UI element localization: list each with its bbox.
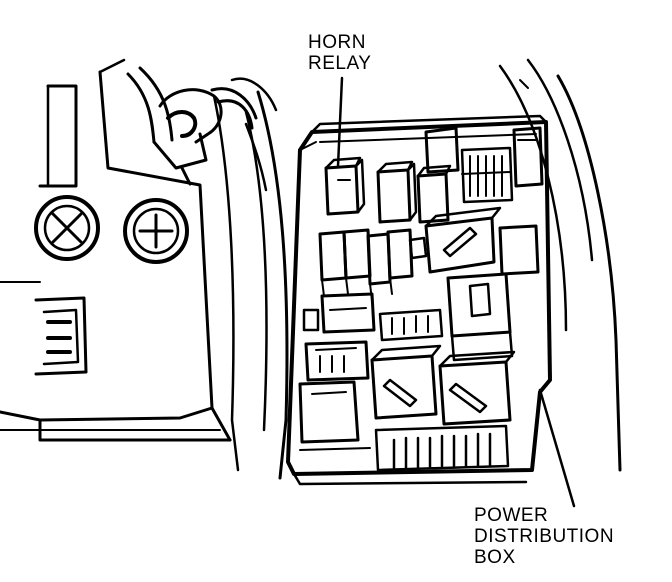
- fender-edges: [212, 58, 622, 480]
- connector-lower-left: [298, 340, 370, 444]
- relay-diagonal-lower-left: [370, 344, 442, 420]
- battery-vent-cap-right: [123, 198, 189, 264]
- relay-top-right-b: [512, 126, 544, 188]
- connector-mid-left: [302, 292, 376, 334]
- pdb-label-line-2: DISTRIBUTION: [474, 526, 615, 547]
- relay-diagonal-lower-right: [438, 350, 516, 426]
- relay-large-right: [446, 272, 514, 362]
- fuse-strip-bottom: [374, 424, 510, 472]
- battery-cable-clamp: [126, 66, 278, 192]
- battery-vent-cap-left: [34, 195, 100, 261]
- power-distribution-box-label: POWER DISTRIBUTION BOX: [474, 505, 614, 568]
- pdb-label-line-1: POWER: [474, 505, 549, 526]
- relay-top-middle: [376, 160, 418, 224]
- battery: [0, 58, 232, 442]
- pdb-label-line-3: BOX: [474, 547, 516, 568]
- fuse-strip-top: [460, 146, 514, 204]
- relay-right-edge: [498, 224, 540, 276]
- horn-relay: [324, 156, 366, 216]
- relay-top-right-a: [416, 126, 460, 224]
- horn-relay-label: HORN RELAY: [308, 32, 371, 74]
- pdb-leader-line: [538, 388, 576, 508]
- power-distribution-box: [286, 114, 552, 486]
- fuse-row-middle: [318, 228, 428, 301]
- horn-relay-leader-line: [336, 76, 344, 168]
- horn-relay-label-line-2: RELAY: [308, 53, 372, 74]
- connector-mid-center: [378, 308, 444, 342]
- horn-relay-label-line-1: HORN: [308, 32, 366, 53]
- relay-diagonal-upper: [424, 206, 502, 274]
